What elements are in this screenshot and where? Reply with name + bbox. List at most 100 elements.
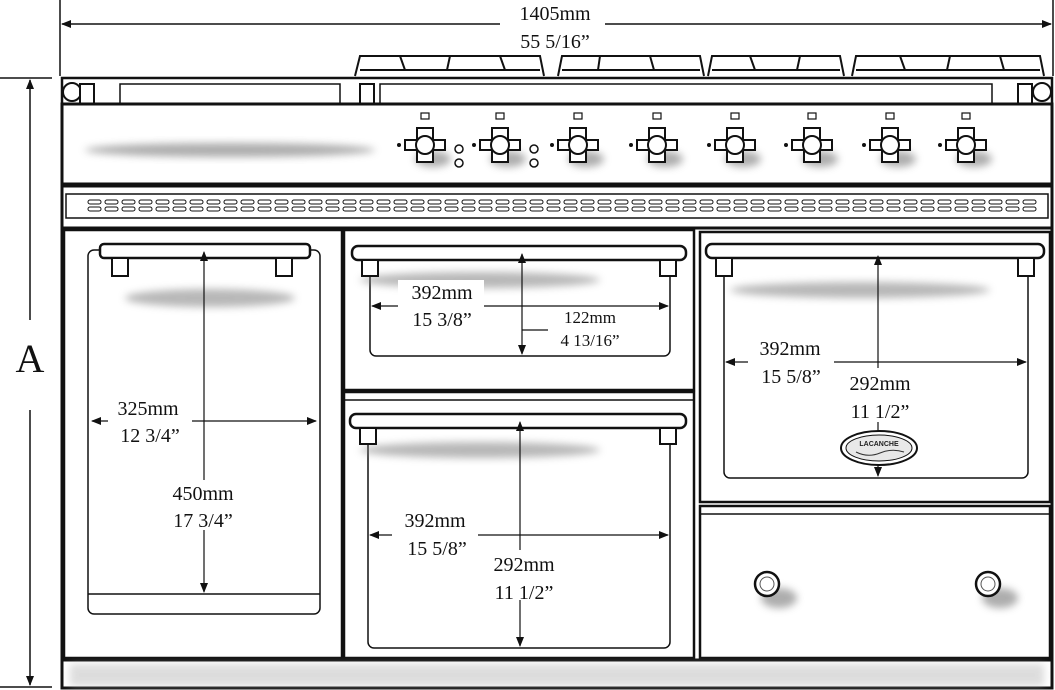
vent-slot [495,199,510,205]
vent-slot [886,206,901,212]
vent-slot [682,199,697,205]
vent-slot [648,206,663,212]
knob-symbol-icon [652,112,662,120]
vent-slot [427,206,442,212]
vent-slot [801,206,816,212]
vent-slot [716,206,731,212]
vent-slot [835,199,850,205]
vent-slot [614,199,629,205]
right-oven: 392mm 15 5/8” 292mm 11 1/2” LACANCHE [698,230,1052,504]
vent-slot [274,206,289,212]
vent-slot [461,206,476,212]
control-knob[interactable] [862,112,916,167]
vent-slot [750,206,765,212]
vent-slot [1005,199,1020,205]
upper-middle-oven-width-mm: 392mm [411,282,473,304]
vent-slot [155,206,170,212]
indicator-light [529,158,539,168]
vent-slot [597,206,612,212]
vent-slot [223,206,238,212]
vent-slot [1022,199,1037,205]
control-knob[interactable] [550,112,604,167]
vent-slot [189,199,204,205]
left-oven-height-mm: 450mm [172,483,234,505]
lower-middle-oven-width-mm: 392mm [404,510,466,532]
control-knob[interactable] [784,112,838,167]
vent-slot [852,199,867,205]
vent-slot [104,206,119,212]
vent-slot [138,199,153,205]
control-knob[interactable] [938,112,992,167]
control-knob[interactable] [707,112,761,167]
vent-slot [155,199,170,205]
cooktop-grates [354,55,1045,77]
vent-slot [954,206,969,212]
vent-slot [631,199,646,205]
vent-slot [240,206,255,212]
vent-slot [172,199,187,205]
vent-slot [920,199,935,205]
knob-symbol-icon [573,112,583,120]
vent-slot [886,199,901,205]
vent-slot [223,199,238,205]
vent-slot [971,206,986,212]
vent-slot [495,206,510,212]
vent-slot [563,199,578,205]
vent-slot [393,206,408,212]
control-knob[interactable] [472,112,539,168]
vent-slot [937,206,952,212]
vent-slot [682,206,697,212]
vent-slot [563,206,578,212]
lower-middle-oven-height-mm: 292mm [493,554,555,576]
vent-slot [444,199,459,205]
drawer-knobs [753,570,1018,608]
vent-slot [172,206,187,212]
storage-drawer [698,504,1052,660]
vent-slot [257,206,272,212]
control-knob[interactable] [397,112,464,168]
brand-logo: LACANCHE [840,430,918,466]
vent-slot [410,206,425,212]
knob-symbol-icon [807,112,817,120]
vent-slot [512,206,527,212]
right-oven-width-inch: 15 5/8” [761,366,820,388]
vent-slot [665,199,680,205]
control-knob[interactable] [629,112,683,167]
vent-slot [376,199,391,205]
right-oven-height-mm: 292mm [849,373,911,395]
vent-slot [818,199,833,205]
vent-slot [699,199,714,205]
indicator-light [454,158,464,168]
vent-slot [546,206,561,212]
lower-middle-oven-width-inch: 15 5/8” [407,538,466,560]
height-label: A [16,336,45,381]
vent-slot [954,199,969,205]
vent-slot [784,199,799,205]
overall-width-inch: 55 5/16” [520,31,589,53]
right-oven-height-inch: 11 1/2” [851,401,910,423]
upper-middle-oven-height-mm: 122mm [564,308,616,327]
vent-slot [937,199,952,205]
vent-slot [852,206,867,212]
vent-slot [512,199,527,205]
vent-slot [189,206,204,212]
vent-slot [665,206,680,212]
vent-slot [767,199,782,205]
vent-slot [733,206,748,212]
vent-slot [835,206,850,212]
vent-slot [274,199,289,205]
vent-slot [988,199,1003,205]
lower-middle-oven-height-inch: 11 1/2” [495,582,554,604]
upper-middle-oven-width-inch: 15 3/8” [412,309,471,331]
vent-slot [546,199,561,205]
vent-slot [733,199,748,205]
lower-middle-oven: 392mm 15 5/8” 292mm 11 1/2” [342,390,696,660]
vent-slot [750,199,765,205]
vent-slot [359,206,374,212]
vent-slot [631,206,646,212]
vent-slot [240,199,255,205]
plinth [60,658,1054,690]
vent-slot [903,206,918,212]
vent-slot [308,206,323,212]
